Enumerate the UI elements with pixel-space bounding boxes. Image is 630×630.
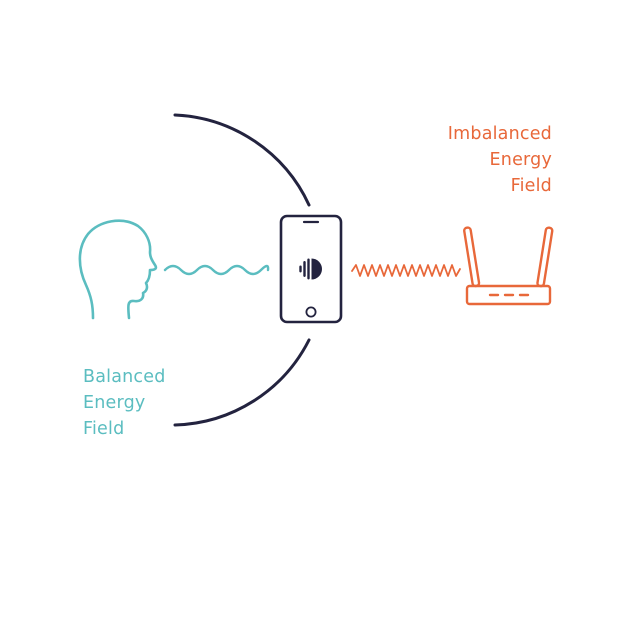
human-head-icon [78, 219, 158, 320]
shield-arc-lower [173, 338, 311, 427]
balanced-label-line-3: Field [83, 419, 125, 439]
imbalanced-label-line-1: Imbalanced [447, 124, 552, 144]
balanced-energy-field-label: Balanced Energy Field [83, 364, 193, 442]
sound-d-logo-icon [299, 258, 322, 280]
imbalanced-label-line-2: Energy [489, 150, 552, 170]
imbalanced-energy-field-label: Imbalanced Energy Field [430, 121, 552, 199]
balanced-wave [163, 264, 270, 276]
shield-arc-upper [173, 113, 311, 207]
balanced-label-line-1: Balanced [83, 367, 166, 387]
wifi-router-icon [463, 226, 554, 306]
balanced-label-line-2: Energy [83, 393, 146, 413]
imbalanced-label-line-3: Field [510, 176, 552, 196]
smartphone-icon [279, 214, 343, 324]
imbalanced-wave [351, 264, 461, 277]
